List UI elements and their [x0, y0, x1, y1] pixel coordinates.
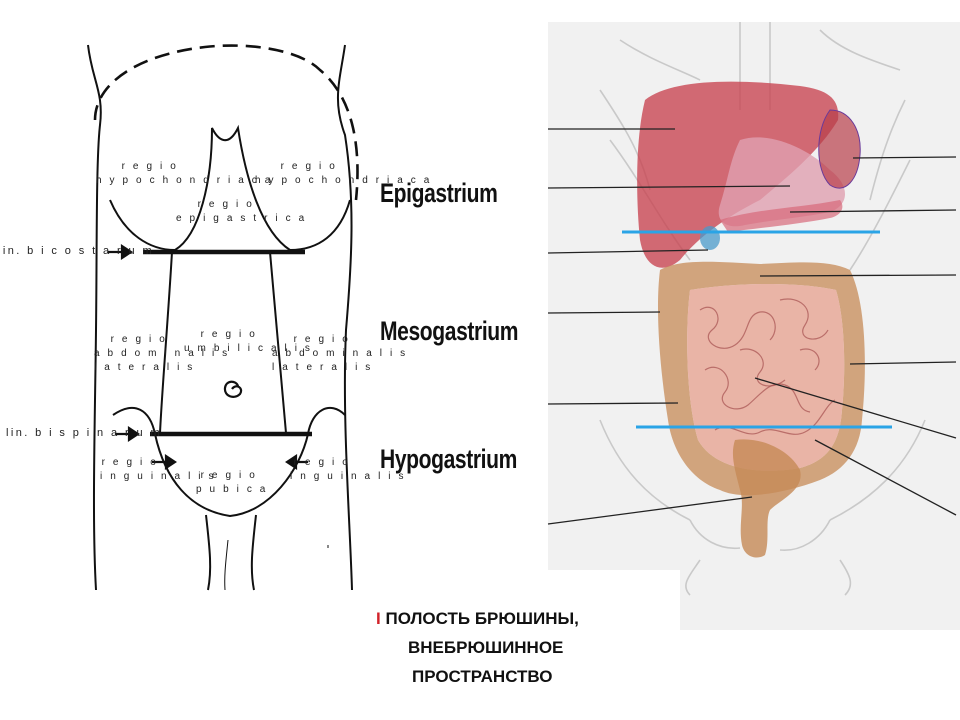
costal-dashed-outline	[93, 44, 359, 201]
leader-lines-right	[754, 156, 957, 516]
arrow-inguinal-left	[152, 453, 177, 471]
label-line: a b d o m i n a l i s	[94, 348, 230, 359]
zone-label-hypogastrium: Hypogastrium	[380, 444, 517, 474]
zone-label-epigastrium: Epigastrium	[380, 178, 498, 208]
label-line: u m b i l i c a l i s	[184, 343, 313, 354]
thigh-line-left	[205, 514, 212, 591]
thigh-inner-line	[224, 539, 229, 591]
label-line: r e g i o	[293, 334, 351, 345]
label-regio-inguinalis-left: r e g i o i n g u i n a l i s	[100, 456, 217, 484]
label-line: h y p o c h o n d r i a c a	[255, 175, 432, 186]
arrow-inguinal-right	[285, 453, 308, 471]
caption-text-1: ПОЛОСТЬ БРЮШИНЫ,	[385, 609, 579, 628]
colon	[657, 261, 865, 496]
label-line: i n g u i n a l i s	[100, 471, 217, 482]
gallbladder	[700, 226, 720, 250]
pelvic-curve	[112, 406, 346, 518]
label-line: p u b i c a	[196, 484, 268, 495]
stomach	[718, 137, 845, 227]
label-line: l a t e r a l i s	[272, 362, 373, 373]
zone-label-mesogastrium: Mesogastrium	[380, 316, 519, 346]
label-regio-abdominalis-left: r e g i o a b d o m i n a l i s l a t e …	[94, 333, 230, 375]
label-line: r e g i o	[110, 334, 168, 345]
torso-outline-right	[336, 44, 353, 591]
abdominal-regions-diagram	[87, 44, 359, 591]
arrow-bicostarum	[108, 243, 133, 261]
label-regio-hypochondriaca-left: r e g i o h y p o c h o n d r i a c a	[96, 160, 273, 188]
caption-line-1: I ПОЛОСТЬ БРЮШИНЫ,	[360, 604, 660, 633]
label-line: r e g i o	[121, 161, 179, 172]
arrow-bispinarum	[115, 425, 140, 443]
thigh-line-right	[250, 514, 257, 591]
lateral-line-left	[159, 251, 173, 434]
label-line: r e g i o	[101, 457, 159, 468]
label-regio-abdominalis-right: r e g i o a b d o m i n a l i s l a t e …	[272, 333, 408, 375]
torso-outline-left	[87, 44, 102, 591]
caption-line-2: ВНЕБРЮШИННОЕ	[408, 638, 564, 657]
lateral-line-right	[269, 251, 287, 434]
label-line: h y p o c h o n d r i a c a	[96, 175, 273, 186]
label-line: r e g i o	[293, 457, 351, 468]
caption-line-3: ПРОСТРАНСТВО	[412, 667, 553, 686]
label-line: r e g i o	[197, 199, 255, 210]
intestine-coils	[699, 298, 836, 435]
caption-number: I	[376, 609, 381, 628]
label-line: a b d o m i n a l i s	[272, 348, 408, 359]
navel-icon	[223, 380, 243, 398]
label-regio-inguinalis-right: r e g i o i n g u i n a l i s	[290, 456, 407, 484]
label-line: i n g u i n a l i s	[290, 471, 407, 482]
sigmoid-rectum	[732, 439, 801, 558]
label-regio-pubica: r e g i o p u b i c a	[196, 469, 268, 497]
label-line: r e g i o	[280, 161, 338, 172]
slide-caption: I ПОЛОСТЬ БРЮШИНЫ, ВНЕБРЮШИННОЕ ПРОСТРАН…	[360, 604, 660, 691]
spleen	[818, 109, 861, 189]
label-line: r e g i o	[200, 470, 258, 481]
label-regio-hypochondriaca-right: r e g i o h y p o c h o n d r i a c a	[255, 160, 432, 188]
leader-lines-left	[547, 128, 791, 525]
label-regio-epigastrica: r e g i o e p i g a s t r i c a	[176, 198, 307, 226]
pancreas	[720, 200, 843, 232]
label-line: e p i g a s t r i c a	[176, 213, 307, 224]
label-lin-bicostarum: lin. b i c o s t a r u m	[0, 245, 155, 257]
label-line: l a t e r a l i s	[94, 362, 195, 373]
label-line: r e g i o	[200, 329, 258, 340]
organ-illustration	[547, 22, 960, 630]
small-intestine	[687, 284, 845, 471]
label-regio-umbilicalis: r e g i o u m b i l i c a l i s	[184, 328, 313, 356]
costal-arch	[109, 124, 351, 252]
label-lin-bispinarum: lin. b i s p i n a r u m	[6, 427, 163, 439]
